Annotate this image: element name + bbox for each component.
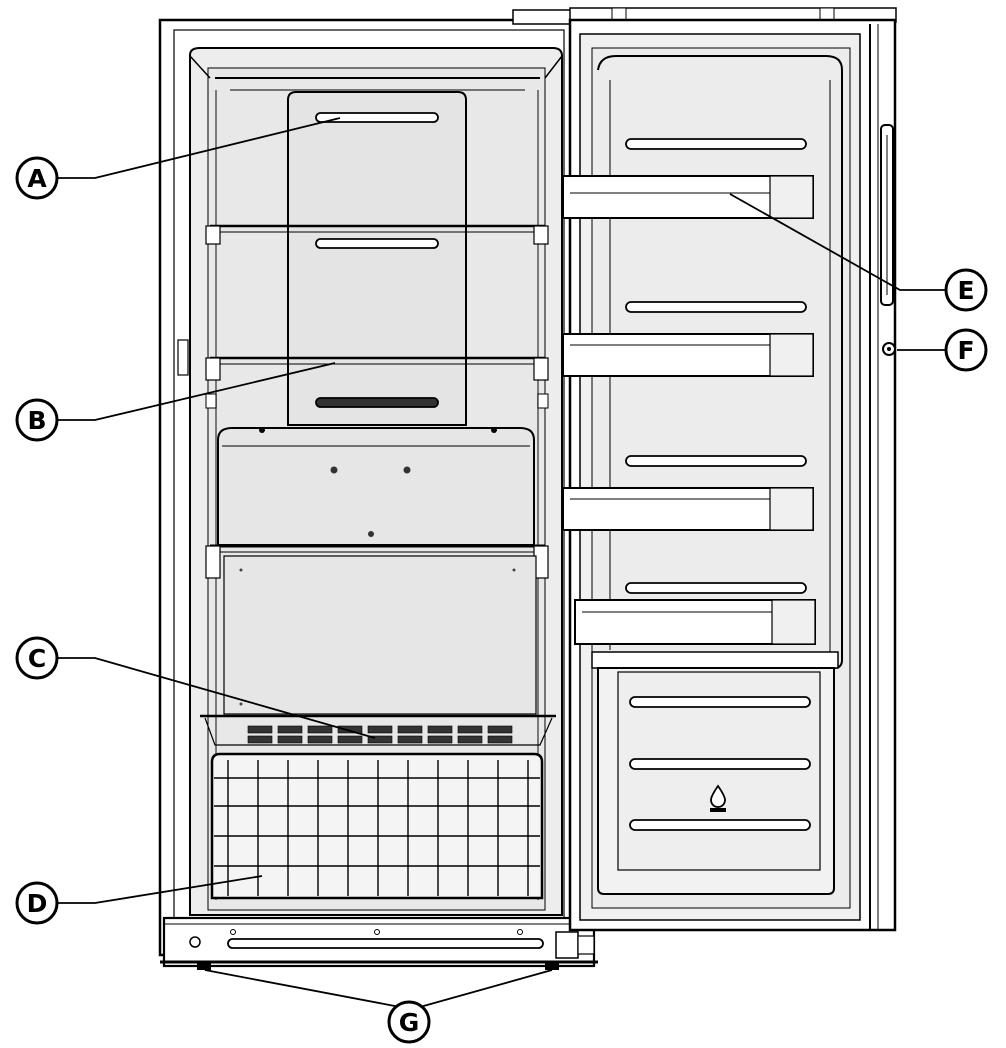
toe-grille bbox=[200, 714, 556, 746]
grille-slot bbox=[337, 735, 363, 744]
svg-text:B: B bbox=[27, 406, 46, 435]
wire-basket bbox=[210, 752, 544, 900]
wire-shelf bbox=[205, 224, 549, 245]
leader-lines bbox=[58, 117, 945, 1008]
svg-text:C: C bbox=[28, 644, 46, 673]
grille-slot bbox=[277, 725, 303, 734]
leveling-leg-left bbox=[197, 962, 211, 970]
base-slot bbox=[227, 938, 544, 949]
grille-slot bbox=[367, 735, 393, 744]
grille-slot bbox=[487, 725, 513, 734]
grille-slot bbox=[307, 735, 333, 744]
cabinet bbox=[158, 18, 598, 970]
leader-line-g2 bbox=[419, 969, 553, 1008]
svg-text:E: E bbox=[957, 276, 974, 305]
grille-slot bbox=[277, 735, 303, 744]
grille-slot bbox=[457, 725, 483, 734]
grille-slot bbox=[247, 735, 273, 744]
door-lock[interactable] bbox=[882, 342, 896, 356]
leader-line-g1 bbox=[204, 969, 401, 1008]
water-drop-icon bbox=[710, 784, 726, 812]
svg-text:D: D bbox=[27, 889, 48, 918]
callout-a: A bbox=[15, 156, 59, 200]
door-bin bbox=[574, 599, 816, 645]
callout-f: F bbox=[944, 328, 988, 372]
callout-e: E bbox=[944, 268, 988, 312]
leader-line-a bbox=[58, 117, 341, 179]
callout-c: C bbox=[15, 636, 59, 680]
door-handle[interactable] bbox=[880, 124, 894, 306]
door-bin bbox=[562, 333, 814, 377]
door bbox=[512, 7, 897, 932]
vent-slot bbox=[315, 238, 439, 249]
svg-text:G: G bbox=[399, 1008, 420, 1037]
callout-d: D bbox=[15, 881, 59, 925]
leveling-leg-right bbox=[545, 962, 559, 970]
svg-text:F: F bbox=[957, 336, 974, 365]
leader-line-d bbox=[58, 875, 263, 904]
leader-line-c bbox=[58, 657, 376, 739]
vent-slot bbox=[315, 397, 439, 408]
leader-line-b bbox=[58, 362, 336, 421]
vent-slot bbox=[315, 112, 439, 123]
leader-line-e bbox=[729, 193, 945, 291]
door-bin bbox=[562, 487, 814, 531]
grille-slot bbox=[427, 735, 453, 744]
svg-text:A: A bbox=[27, 164, 47, 193]
door-bin bbox=[562, 175, 814, 219]
grille-slot bbox=[487, 735, 513, 744]
callout-b: B bbox=[15, 398, 59, 442]
grille-slot bbox=[337, 725, 363, 734]
grille-slot bbox=[427, 725, 453, 734]
grille-slot bbox=[307, 725, 333, 734]
grille-slot bbox=[397, 725, 423, 734]
grille-slot bbox=[457, 735, 483, 744]
grille-slot bbox=[397, 735, 423, 744]
grille-slot bbox=[367, 725, 393, 734]
grille-slot bbox=[247, 725, 273, 734]
callout-g: G bbox=[387, 1000, 431, 1044]
wire-shelf bbox=[205, 356, 549, 409]
